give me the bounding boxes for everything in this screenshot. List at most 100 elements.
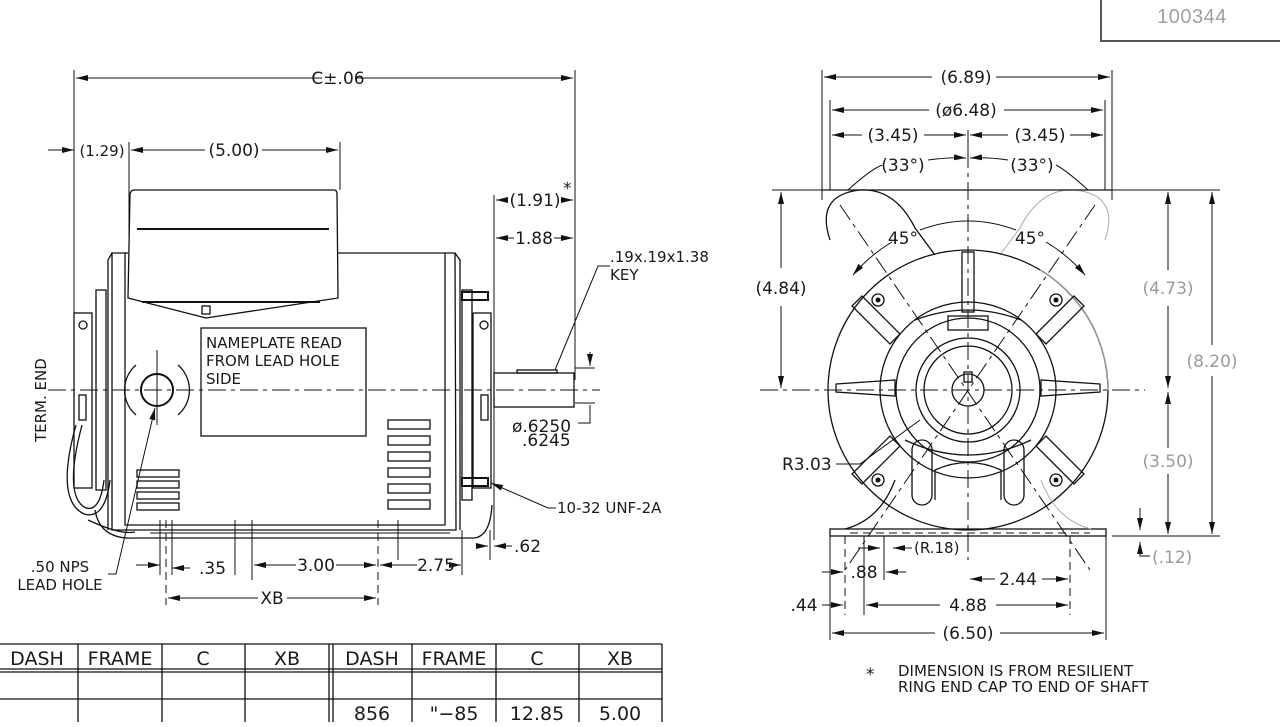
dimension-slot-offset: .44 [790,596,843,616]
mounting-base [829,479,1107,537]
dimension-shaft-height: (3.50) [1142,392,1194,534]
dim-text: (R.18) [914,539,959,557]
radius-callout: R3.03 [782,419,921,475]
capacitor-housing [127,189,339,319]
dimension-slot-radius: (R.18) [858,539,959,557]
dim-text: XB [260,589,283,609]
svg-text:"−85: "−85 [430,703,479,722]
svg-text:C: C [196,648,209,670]
dim-text: 1.88 [515,229,553,249]
dim-text: .62 [514,537,541,557]
dim-text: (3.45) [867,126,918,146]
svg-text:XB: XB [607,648,633,670]
dimension-capacitor-length: (5.00) [131,141,338,161]
key-size-text: .19x.19x1.38 [610,248,709,266]
dimension-slot-width: .35 [136,559,226,579]
thread-callout: 10-32 UNF-2A [490,482,662,517]
dim-text: (8.20) [1186,352,1237,372]
term-end-label: TERM. END [32,358,50,443]
dimension-half-mount: 2.44 [970,570,1068,590]
footnote: * DIMENSION IS FROM RESILIENT RING END C… [866,662,1149,696]
footnote-line: DIMENSION IS FROM RESILIENT [898,662,1134,680]
dimension-overall-height: (8.20) [1186,192,1238,534]
dim-text: (6.50) [942,624,993,644]
lead-hole [123,350,191,425]
dimension-angles-33: (33°) (33°) [847,154,1089,191]
footnote-line: RING END CAP TO END OF SHAFT [898,678,1149,696]
dim-text: (.12) [1152,548,1192,568]
svg-text:FROM LEAD HOLE: FROM LEAD HOLE [206,352,340,370]
dimension-overall-width: (6.89) [824,68,1110,88]
dim-text: .44 [790,596,817,616]
dim-text: .35 [199,559,226,579]
svg-text:R3.03: R3.03 [782,455,832,475]
dimension-resilient-ring: (1.91) * [496,179,573,211]
svg-text:856: 856 [354,703,390,722]
vent-louvres-left [136,469,180,511]
side-view: C±.06 (1.29) (5.00) (1.91) * 1.88 [17,69,709,609]
dimension-height-above-center: (4.84) [755,189,822,388]
dim-text: 45° [888,229,918,249]
dim-text: 3.00 [297,556,335,576]
dimension-base-width: (6.50) [832,624,1104,644]
dim-text: (3.50) [1142,452,1193,472]
dimension-mount-to-shaft: 2.75 [380,556,461,576]
dimension-term-end-offset: (1.29) [48,142,125,160]
end-view: (6.89) (ø6.48) (3.45) (3.45) (33°) (33°) [755,68,1237,644]
bolt-upper-right [1035,293,1085,345]
dimension-mount-width: 4.88 [866,596,1068,616]
table-row: 856 "−85 12.85 5.00 [354,703,641,725]
dim-text: (1.91) [509,191,560,211]
dim-text: 4.88 [949,596,987,616]
bolt-lower-left [851,435,901,487]
dim-text: (33°) [881,156,924,176]
key-callout: .19x.19x1.38 KEY [554,248,709,371]
lead-hole-callout: .50 NPS LEAD HOLE [17,407,156,594]
dimension-cap-height: (4.73) [1142,192,1194,388]
svg-text:.50 NPS: .50 NPS [31,558,89,576]
svg-text:10-32 UNF-2A: 10-32 UNF-2A [557,499,662,517]
dim-text: (33°) [1010,156,1053,176]
svg-text:LEAD HOLE: LEAD HOLE [17,576,102,594]
dim-text: (ø6.48) [935,101,997,121]
dim-text: C±.06 [311,69,364,89]
dimension-mount-spacing: 3.00 [254,556,376,576]
dimension-end-offset: .62 [476,530,541,560]
dimension-shaft-extension: 1.88 [496,229,573,249]
svg-text:NAMEPLATE READ: NAMEPLATE READ [206,334,342,352]
svg-text:DASH: DASH [10,648,64,670]
dim-text: 2.44 [999,570,1037,590]
dim-text: .88 [850,563,877,583]
table-header-row: DASH FRAME C XB DASH FRAME C XB [10,648,633,670]
asterisk-mark: * [866,665,875,685]
dim-text: (4.84) [755,279,806,299]
bolt-upper-left [851,293,901,345]
key-label-text: KEY [610,266,639,284]
dimension-half-widths: (3.45) (3.45) [832,126,1103,146]
dim-text: 2.75 [417,556,455,576]
svg-text:12.85: 12.85 [510,703,564,722]
dim-text: (6.89) [940,68,991,88]
dim-text: (3.45) [1014,126,1065,146]
nameplate-note: NAMEPLATE READ FROM LEAD HOLE SIDE [200,327,367,437]
dimension-diameter: (ø6.48) [832,101,1103,121]
dimension-slot-width: .88 [822,563,906,583]
dimension-xb: XB [168,589,376,609]
shaft-diameter-max: ø.6250 [512,417,571,437]
asterisk-mark: * [563,179,572,199]
svg-text:DASH: DASH [345,648,399,670]
shaft-diameter-min: .6245 [522,431,571,451]
svg-text:SIDE: SIDE [206,370,241,388]
svg-text:FRAME: FRAME [422,648,487,670]
dimension-table: DASH FRAME C XB DASH FRAME C XB 856 "−85… [0,643,663,725]
part-number: 100344 [1157,6,1227,28]
svg-text:FRAME: FRAME [88,648,153,670]
shaft: ø.6250 .6245 [493,352,595,451]
svg-text:C: C [530,648,543,670]
dimension-base-thickness: (.12) [1137,508,1192,568]
dim-text: 45° [1015,229,1045,249]
dim-text: (4.73) [1142,279,1193,299]
dimension-overall-length: C±.06 [76,69,573,89]
